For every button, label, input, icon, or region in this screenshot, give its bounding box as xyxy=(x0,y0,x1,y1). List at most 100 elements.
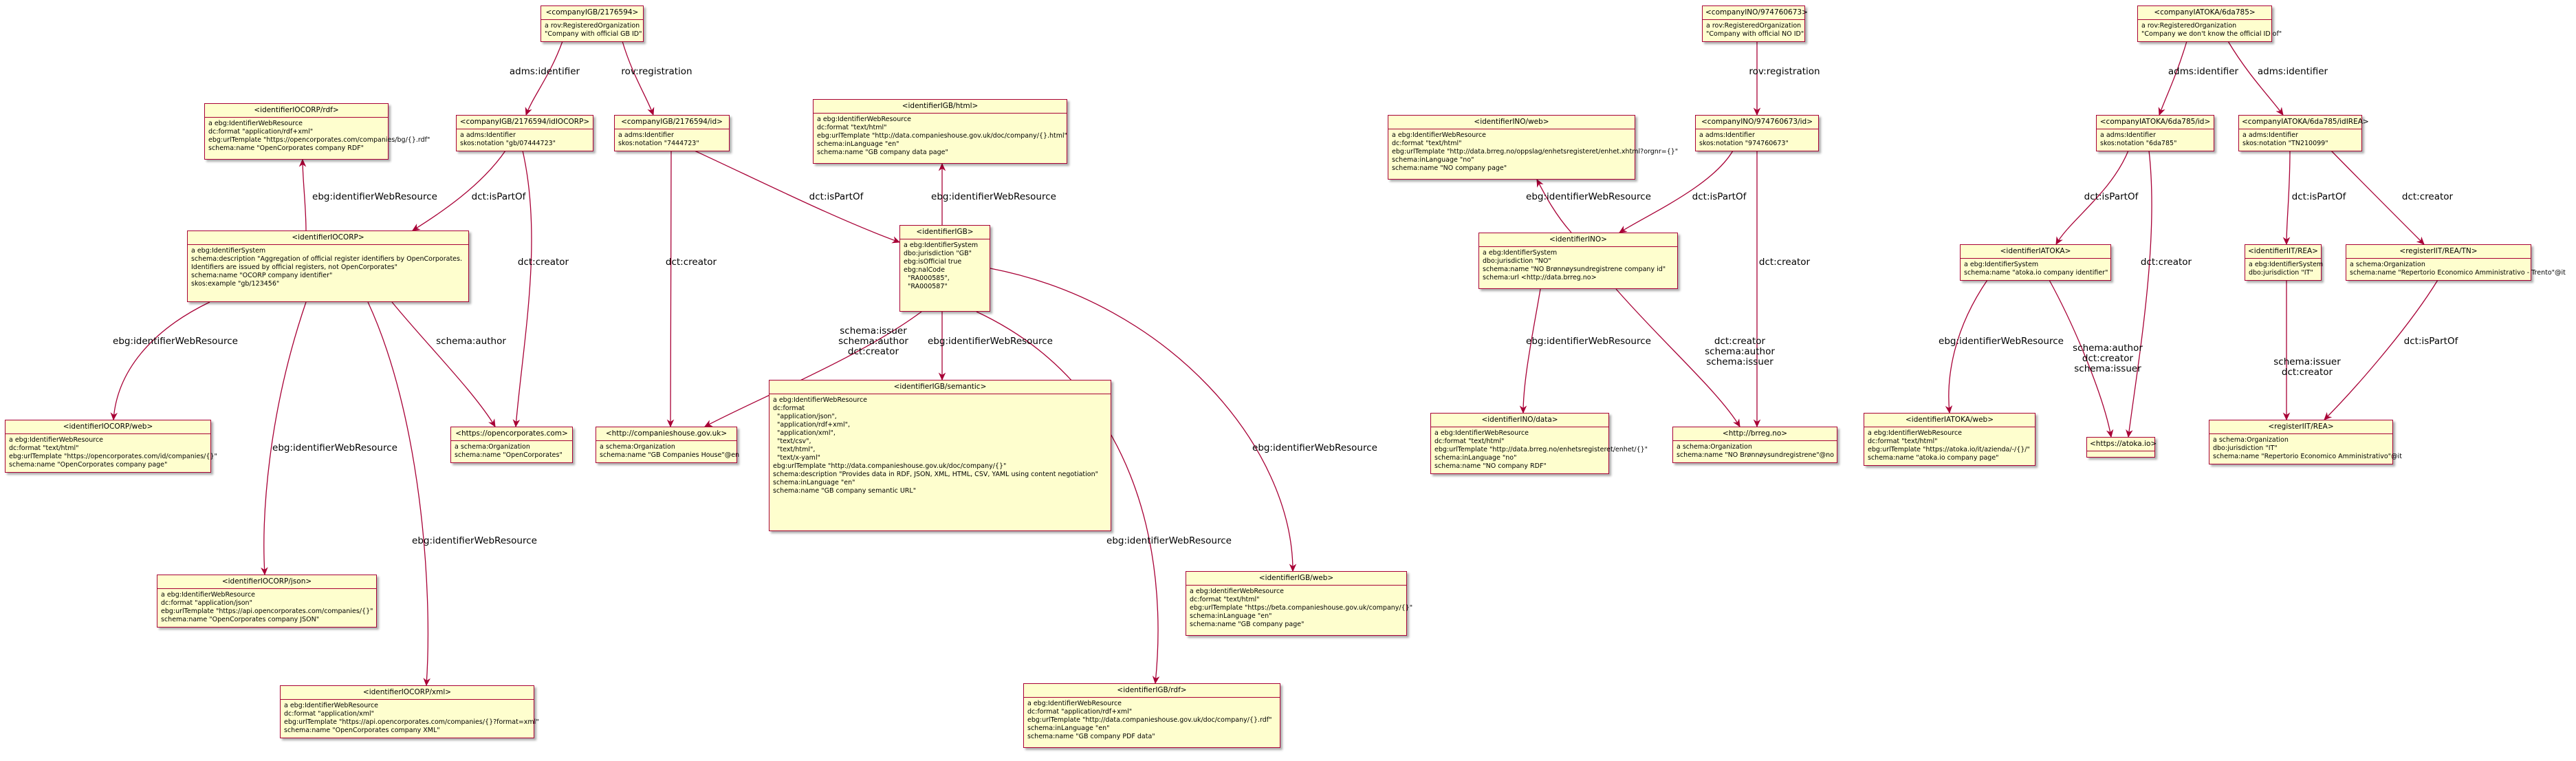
edge-gb-id-to-gb xyxy=(694,150,901,244)
edge-label-line: dct:isPartOf xyxy=(809,191,864,202)
node-property: ebg:isOfficial true xyxy=(904,258,962,266)
node-property: schema:name "NO Brønnøysundregistrene"@n… xyxy=(1677,451,1834,459)
node-property: schema:inLanguage "no" xyxy=(1434,454,1517,462)
edge-ocorp-to-ocorp-rdf xyxy=(298,158,307,231)
node-property: schema:name "GB Companies House"@en xyxy=(600,451,740,459)
edge-label-line: schema:issuer xyxy=(1706,356,1773,367)
node-title: <identifierIOCORP> xyxy=(188,231,468,245)
edge-label: ebg:identifierWebResource xyxy=(272,442,397,453)
node-no-id: <companyINO/974760673/id>a adms:Identifi… xyxy=(1695,115,1819,151)
edge-label-line: rov:registration xyxy=(1749,66,1820,77)
edge-label-line: rov:registration xyxy=(621,66,692,77)
node-property: a ebg:IdentifierSystem xyxy=(904,242,979,249)
node-ocorp-rdf: <identifierIOCORP/rdf>a ebg:IdentifierWe… xyxy=(204,103,430,160)
edge-label: ebg:identifierWebResource xyxy=(928,336,1053,347)
node-property: dc:format "text/html" xyxy=(1392,140,1462,147)
node-title: <identifierIATOKA> xyxy=(1961,245,2110,259)
edge-ocorp-to-ocorp-xml xyxy=(367,301,430,687)
edge-no-id-to-no xyxy=(1619,150,1734,233)
edge-atoka-to-atoka-site xyxy=(2049,279,2114,438)
edge-label: dct:creator xyxy=(2141,257,2192,268)
node-gb-id: <companyIGB/2176594/id>a adms:Identifier… xyxy=(614,115,730,151)
node-property: "application/json", xyxy=(773,413,837,420)
node-atoka-id: <companyIATOKA/6da785/id>a adms:Identifi… xyxy=(2096,115,2214,151)
node-title: <identifierIIT/REA> xyxy=(2245,245,2321,259)
node-title: <identifierIGB> xyxy=(900,226,990,239)
node-property: skos:notation "gb/07444723" xyxy=(460,140,556,147)
edge-gb-to-companieshouse xyxy=(703,311,922,427)
node-gb-semantic: <identifierIGB/semantic>a ebg:Identifier… xyxy=(769,380,1111,531)
edge-label-line: schema:issuer xyxy=(2074,363,2141,374)
edge-label-line: dct:creator xyxy=(518,257,569,268)
edge-label-line: dct:creator xyxy=(2141,257,2192,268)
node-property: a rov:RegisteredOrganization xyxy=(2141,22,2237,30)
node-title: <http://companieshouse.gov.uk> xyxy=(596,427,736,441)
node-title: <identifierINO> xyxy=(1479,233,1677,247)
node-property: schema:name "OpenCorporates" xyxy=(455,451,563,459)
node-property: a ebg:IdentifierWebResource xyxy=(161,591,256,599)
edge-label: schema:author xyxy=(436,336,506,347)
edge-label-line: dct:creator xyxy=(2402,191,2454,202)
edge-label: ebg:identifierWebResource xyxy=(113,336,238,347)
node-ocorp-json: <identifierIOCORP/json>a ebg:IdentifierW… xyxy=(157,575,377,628)
node-title: <companyIGB/2176594> xyxy=(541,6,643,20)
edge-label: rov:registration xyxy=(1749,66,1820,77)
edge-label: ebg:identifierWebResource xyxy=(1106,535,1232,546)
node-property: schema:name "GB company PDF data" xyxy=(1027,733,1155,740)
edge-label-line: adms:identifier xyxy=(2168,66,2239,77)
edge-label-line: ebg:identifierWebResource xyxy=(1526,336,1651,347)
edge-ocorp-to-opencorporates xyxy=(391,301,496,428)
node-gb-rdf: <identifierIGB/rdf> a ebg:IdentifierWebRe… xyxy=(1023,683,1280,748)
edge-atoka-rea-id-to-reg-rea-tn xyxy=(2331,150,2425,245)
node-property: schema:description "Provides data in RDF… xyxy=(773,471,1098,478)
node-atoka-site: <https://atoka.io> xyxy=(2086,437,2157,458)
edge-atoka-company-to-atoka-rea-id xyxy=(2227,41,2284,116)
edge-label: adms:identifier xyxy=(2168,66,2239,77)
node-property: a ebg:IdentifierWebResource xyxy=(817,116,912,123)
node-property: "application/xml", xyxy=(773,429,836,437)
edge-label-line: dct:isPartOf xyxy=(2292,191,2347,202)
edge-label: ebg:identifierWebResource xyxy=(1526,191,1651,202)
node-property: dbo:jurisdiction "IT" xyxy=(2213,444,2278,452)
node-property: a ebg:IdentifierWebResource xyxy=(1027,700,1122,707)
edge-label: rov:registration xyxy=(621,66,692,77)
node-property: schema:name "NO Brønnøysundregistrene co… xyxy=(1483,266,1666,273)
node-property: dc:format "text/html" xyxy=(1434,438,1505,445)
node-property: schema:inLanguage "en" xyxy=(1027,725,1110,732)
node-it-rea: <identifierIIT/REA>a ebg:IdentifierSyste… xyxy=(2245,244,2323,281)
node-property: dc:format "text/html" xyxy=(1190,596,1260,603)
node-atoka-web: <identifierIATOKA/web>a ebg:IdentifierWe… xyxy=(1864,413,2035,466)
node-properties: a rov:RegisteredOrganization"Company wit… xyxy=(541,20,643,41)
node-property: a schema:Organization xyxy=(1677,443,1752,451)
edge-label: ebg:identifierWebResource xyxy=(1526,336,1651,347)
node-property: ebg:urlTemplate "http://data.companiesho… xyxy=(1027,716,1272,724)
edge-label: dct:isPartOf xyxy=(1692,191,1747,202)
edge-label-line: dct:isPartOf xyxy=(1692,191,1747,202)
node-title: <identifierIGB/rdf> xyxy=(1024,684,1280,698)
node-property: "Company with official GB ID" xyxy=(545,30,642,38)
node-property: ebg:urlTemplate "https://opencorporates.… xyxy=(208,136,430,144)
edge-gb-ocorp-id-to-ocorp xyxy=(412,150,506,231)
node-property: a adms:Identifier xyxy=(618,131,674,139)
node-title: <registerIIT/REA/TN> xyxy=(2346,245,2531,259)
node-property: schema:inLanguage "en" xyxy=(773,479,855,486)
node-property: a schema:Organization xyxy=(455,443,530,451)
edge-label: ebg:identifierWebResource xyxy=(1252,442,1377,453)
node-title: <https://atoka.io> xyxy=(2087,438,2157,451)
node-opencorporates: <https://opencorporates.com>a schema:Org… xyxy=(450,427,573,463)
edge-label-line: dct:creator xyxy=(666,257,717,268)
node-property: skos:example "gb/123456" xyxy=(191,280,280,288)
node-title: <identifierIOCORP/rdf> xyxy=(205,104,388,118)
node-property: schema:description "Aggregation of offic… xyxy=(191,255,462,263)
